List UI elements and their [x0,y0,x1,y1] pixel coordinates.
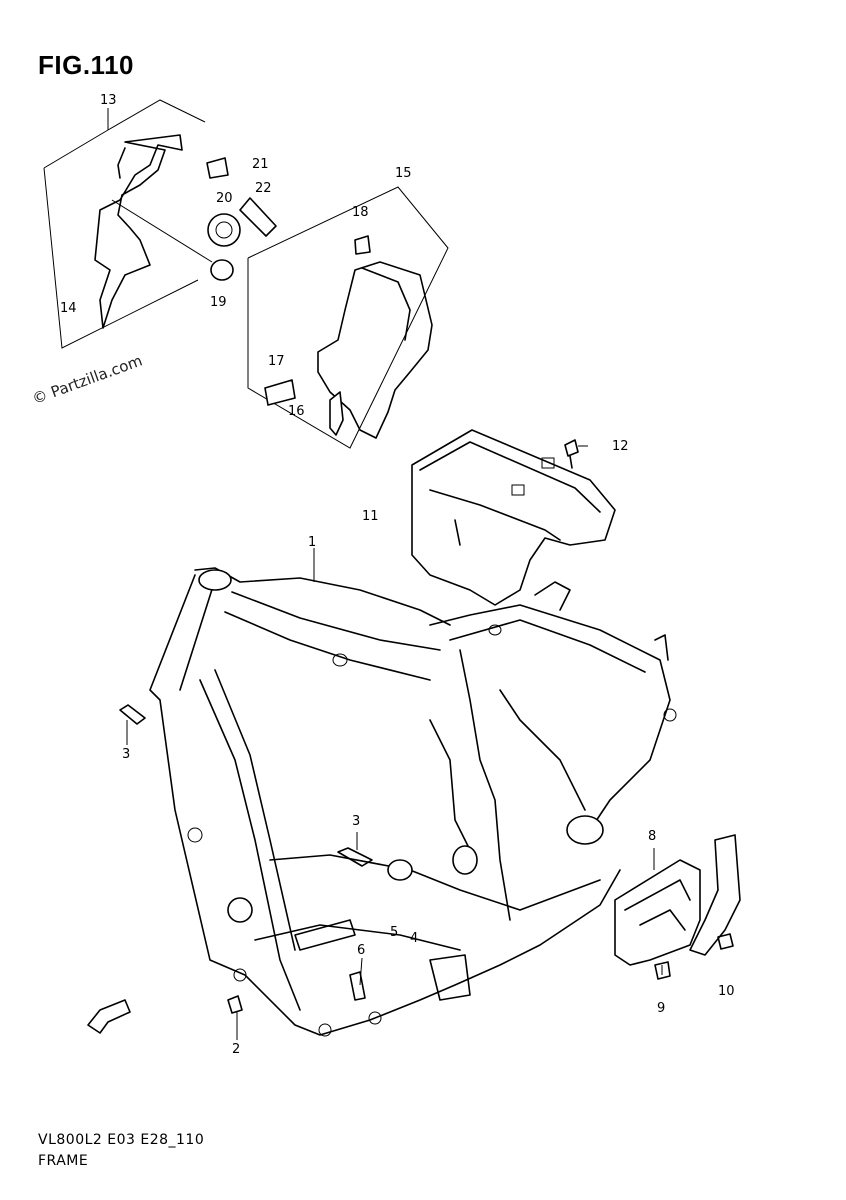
callout-19: 19 [210,295,227,310]
callout-4: 4 [410,931,419,946]
callout-9: 9 [657,1001,666,1016]
callout-1: 1 [308,535,317,550]
part-8-10-bracket [614,834,741,966]
section-name: FRAME [38,1153,89,1169]
callout-6: 6 [357,943,366,958]
callout-8: 8 [648,829,657,844]
callout-11: 11 [362,509,379,524]
part-group-13-14 [43,99,213,349]
callout-2: 2 [232,1042,241,1057]
callout-15: 15 [395,166,412,181]
callout-20: 20 [216,191,233,206]
callout-21: 21 [252,157,269,172]
callout-22: 22 [255,181,272,196]
callout-5: 5 [390,925,399,940]
callout-12: 12 [612,439,629,454]
callout-13: 13 [100,93,117,108]
callout-14: 14 [60,301,77,316]
forward-arrow-icon [87,999,131,1034]
part-11-12 [411,429,616,606]
callout-16: 16 [288,404,305,419]
part-1-main-frame [149,567,677,1037]
callout-3b: 3 [352,814,361,829]
callout-18: 18 [352,205,369,220]
parts-19-22 [206,157,277,281]
callout-3a: 3 [122,747,131,762]
leader-lines [107,108,663,1040]
bolts [119,704,734,1014]
part-group-15-18 [247,186,449,449]
callout-17: 17 [268,354,285,369]
callout-10: 10 [718,984,735,999]
model-code: VL800L2 E03 E28_110 [38,1132,205,1148]
figure-title: FIG.110 [38,50,134,80]
